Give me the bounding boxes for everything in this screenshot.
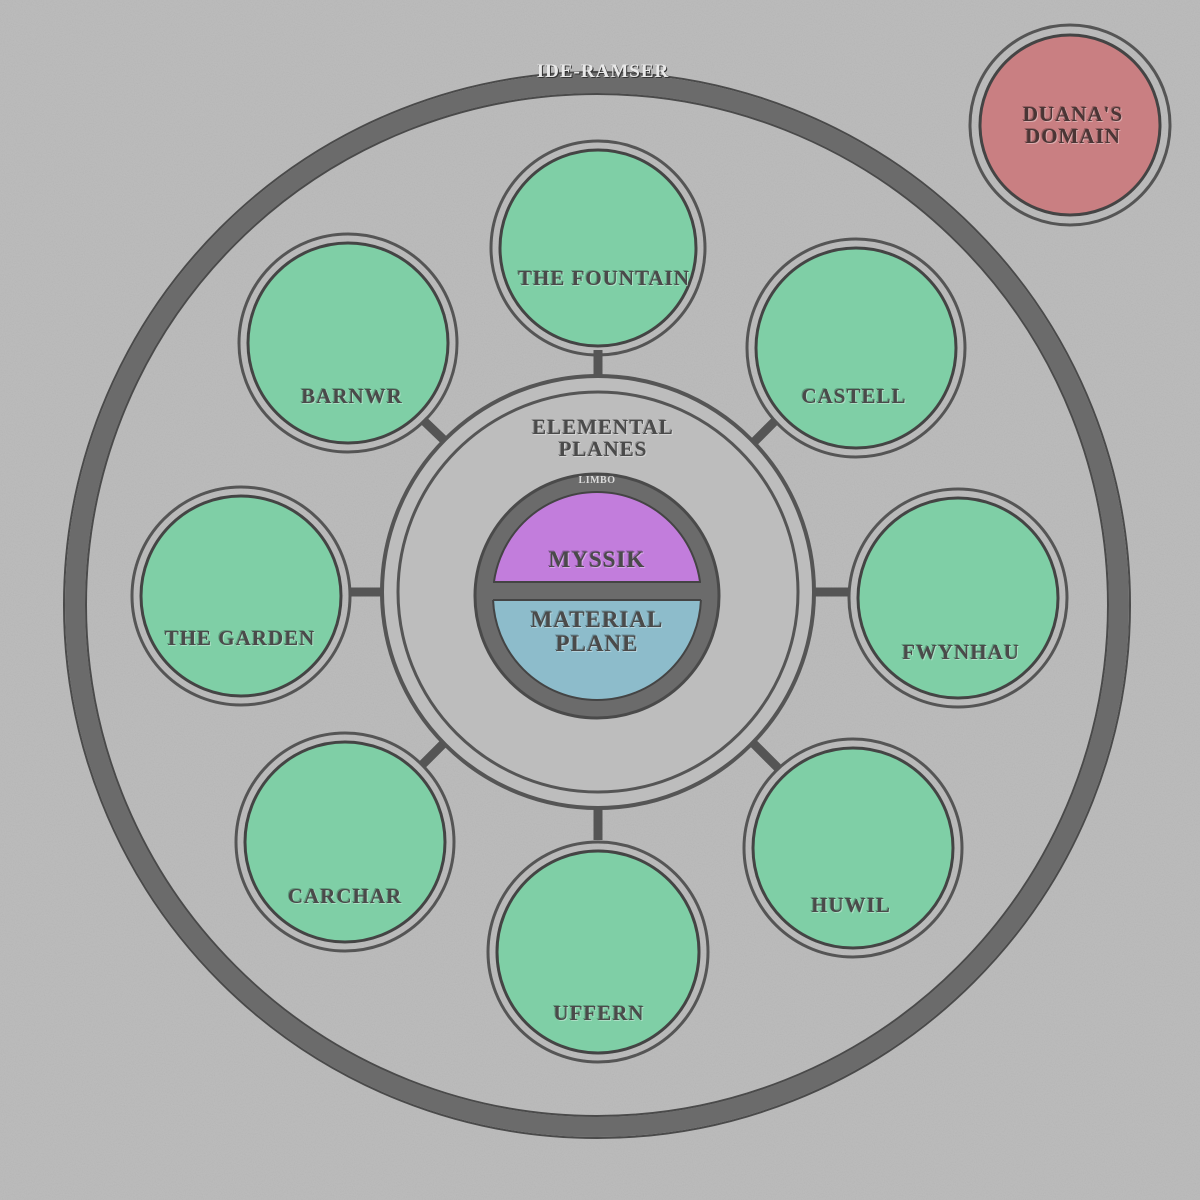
plane-label-the-garden: THE GARDEN bbox=[164, 625, 316, 650]
duanas-domain-label: DUANA'S DOMAIN bbox=[1022, 101, 1124, 148]
plane-label-huwil: HUWIL bbox=[811, 892, 891, 917]
elemental-planes-label: ELEMENTAL PLANES bbox=[532, 414, 674, 461]
plane-label-castell: CASTELL bbox=[801, 383, 907, 408]
plane-label-carchar: CARCHAR bbox=[287, 883, 403, 908]
plane-label-fwynhau: FWYNHAU bbox=[902, 639, 1020, 664]
material-plane-label: MATERIAL PLANE bbox=[530, 606, 664, 656]
plane-label-barnwr: BARNWR bbox=[301, 383, 403, 408]
outer-plane-circles bbox=[130, 139, 1069, 1064]
duanas-domain-circle bbox=[968, 23, 1172, 227]
ide-ramser-label: IDE-RAMSER bbox=[536, 61, 670, 83]
myssik-region bbox=[492, 491, 702, 583]
limbo-label: LIMBO bbox=[578, 474, 616, 486]
ide-ramser-ring bbox=[63, 71, 1131, 1139]
plane-label-the-fountain: THE FOUNTAIN bbox=[517, 265, 691, 290]
material-plane-region bbox=[492, 599, 702, 701]
plane-label-uffern: UFFERN bbox=[553, 1000, 645, 1025]
myssik-label: MYSSIK bbox=[548, 546, 646, 572]
plane-connectors bbox=[350, 350, 848, 840]
